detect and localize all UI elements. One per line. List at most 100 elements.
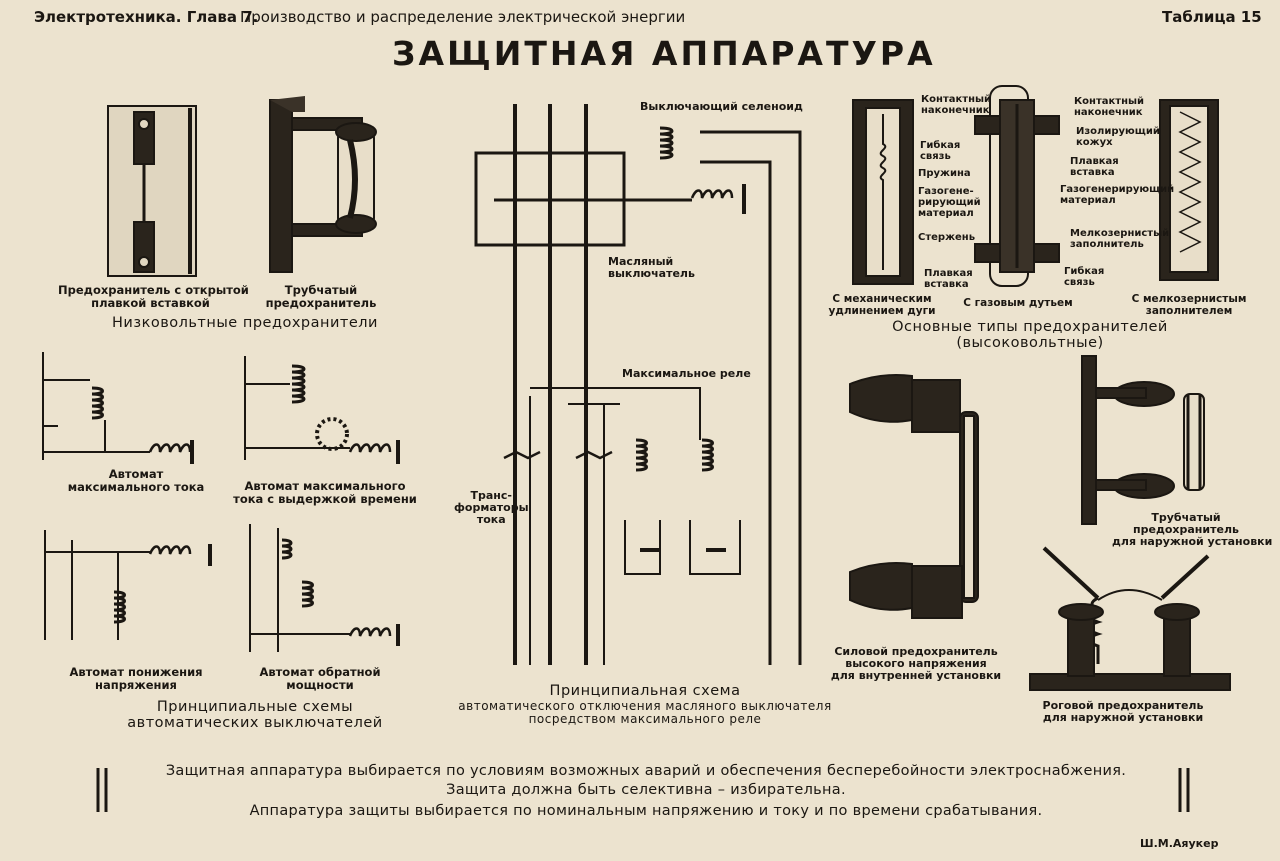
hv-contact-tip-line1: Контактный <box>921 94 992 105</box>
hv-flex2-label: Гибкая связь <box>1064 266 1104 288</box>
hv-type1-line1: С механическим <box>832 293 932 305</box>
power-fuse-indoor-drawing <box>849 374 979 619</box>
oil-switch-section-line2: автоматического отключения масляного вык… <box>458 698 832 713</box>
hv-rod-label: Стержень <box>918 232 976 243</box>
hv-gas-gen2-line2: материал <box>1060 195 1116 206</box>
ct-label-line1: Транс- <box>470 489 513 502</box>
hv-fuse-link-label: Плавкая вставка <box>924 268 973 290</box>
footer-text: Защитная аппаратура выбирается по услови… <box>118 763 1174 820</box>
hv-insul-line2: кожух <box>1076 137 1113 148</box>
automat-max-current-drawing <box>42 352 194 464</box>
power-indoor-line2: высокого напряжения <box>845 657 987 671</box>
hv-gas-gen-line1: Газогене- <box>918 186 974 197</box>
hv-contact-tip-label: Контактный наконечник <box>921 94 991 116</box>
tube-fuse-caption: Трубчатый предохранитель <box>262 284 380 309</box>
oil-switch-section-line3: посредством максимального реле <box>528 712 762 727</box>
oil-switch-scheme-drawing <box>474 104 802 665</box>
automat2-caption-line2: тока с выдержкой времени <box>233 491 417 506</box>
hv-contact-tip2-line2: наконечник <box>1074 107 1143 118</box>
automat4-caption-line2: мощности <box>286 677 354 692</box>
hv-spring-label: Пружина <box>918 168 971 179</box>
hv-contact-tip2-label: Контактный наконечник <box>1074 96 1144 118</box>
hv-flex-link-line2: связь <box>920 151 951 162</box>
hv-insul-label: Изолирующий кожух <box>1076 126 1160 148</box>
oil-switch-section-line1: Принципиальная схема <box>549 683 741 699</box>
hv-type1-caption: С механическим удлинением дуги <box>826 293 938 317</box>
oil-switch-label: Масляный выключатель <box>608 255 695 280</box>
hv-fuse-link2-line2: вставка <box>1070 167 1115 178</box>
hv-type3-caption: С мелкозернистым заполнителем <box>1124 293 1254 317</box>
ct-label-line3: тока <box>476 513 506 527</box>
solenoid-label: Выключающий селеноид <box>640 100 803 113</box>
tube-outdoor-line1: Трубчатый <box>1151 511 1221 524</box>
hv-section-title: Основные типы предохранителей (высоковол… <box>890 319 1170 352</box>
hv-type3-line2: заполнителем <box>1145 304 1233 317</box>
hv-flex2-line2: связь <box>1064 277 1095 288</box>
automat2-caption: Автомат максимального тока с выдержкой в… <box>230 480 420 505</box>
hv-type3-line1: С мелкозернистым <box>1131 293 1247 305</box>
automats-section-title: Принципиальные схемы автоматических выкл… <box>100 699 410 732</box>
hv-fuse-link-line2: вставка <box>924 279 969 290</box>
automat-undervoltage-drawing <box>44 530 212 640</box>
hv-gas-gen-line3: материал <box>918 208 974 219</box>
hv-gas-gen2-line1: Газогенерирующий <box>1060 184 1175 195</box>
header-left: Электротехника. Глава 7. <box>34 8 259 26</box>
tube-fuse-outdoor-drawing <box>1081 355 1205 525</box>
hv-gas-gen2-label: Газогенерирующий материал <box>1060 184 1174 206</box>
horn-fuse-outdoor-drawing <box>1029 546 1231 691</box>
oil-switch-section-title: Принципиальная схема автоматического отк… <box>430 683 860 727</box>
automats-section-line2: автоматических выключателей <box>127 714 383 731</box>
automat4-caption: Автомат обратной мощности <box>250 666 390 691</box>
author-signature: Ш.М.Аяукер <box>1140 837 1219 850</box>
footer-line2: Защита должна быть селективна – избирате… <box>446 781 846 798</box>
tube-fuse-caption-line1: Трубчатый <box>284 283 358 297</box>
hv-type2-caption: С газовым дутьем <box>963 297 1073 309</box>
automat-time-delay-drawing <box>244 356 400 464</box>
automat-reverse-power-drawing <box>249 524 400 652</box>
horn-outdoor-line2: для наружной установки <box>1042 711 1204 725</box>
oil-switch-label-line1: Масляный <box>608 255 674 268</box>
tube-outdoor-line2: предохранитель <box>1133 523 1239 537</box>
hv-gas-gen-line2: рирующий <box>918 197 981 208</box>
footer-line3: Аппаратура защиты выбирается по номиналь… <box>249 802 1043 819</box>
hv-type1-line2: удлинением дуги <box>828 304 936 317</box>
hv-flex2-line1: Гибкая <box>1064 266 1105 277</box>
power-indoor-line3: для внутренней установки <box>830 669 1002 683</box>
footer-bracket-left <box>96 768 108 812</box>
hv-flex-link-label: Гибкая связь <box>920 140 960 162</box>
automat3-caption-line1: Автомат понижения <box>69 665 203 679</box>
automat1-caption: Автомат максимального тока <box>52 468 220 493</box>
hv-fuse-link-line1: Плавкая <box>924 268 973 279</box>
hv-insul-line1: Изолирующий <box>1076 126 1160 137</box>
automat1-caption-line2: максимального тока <box>67 479 205 494</box>
ct-label: Транс- форматоры тока <box>454 489 529 527</box>
relay-label: Максимальное реле <box>622 367 751 380</box>
automat3-caption-line2: напряжения <box>95 677 177 692</box>
open-fuse-caption: Предохранитель с открытой плавкой вставк… <box>58 284 249 310</box>
horn-outdoor-line1: Роговой предохранитель <box>1042 699 1204 712</box>
open-fuse-caption-line2: плавкой вставкой <box>91 295 210 310</box>
automat1-caption-line1: Автомат <box>108 467 164 481</box>
hv-contact-tip-line2: наконечник <box>921 105 990 116</box>
ct-label-line2: форматоры <box>454 501 529 515</box>
automat2-caption-line1: Автомат максимального <box>244 479 406 493</box>
automat4-caption-line1: Автомат обратной <box>259 665 381 679</box>
tube-fuse-caption-line2: предохранитель <box>265 295 377 310</box>
footer-bracket-right <box>1178 768 1190 812</box>
hv-fuse-types-drawing <box>852 85 1219 287</box>
hv-section-line2: (высоковольтные) <box>956 334 1104 351</box>
tube-outdoor-line3: для наружной установки <box>1112 535 1273 549</box>
power-indoor-line1: Силовой предохранитель <box>834 645 998 658</box>
hv-filler-label: Мелкозернистый заполнитель <box>1070 228 1169 250</box>
hv-fuse-link2-line1: Плавкая <box>1070 156 1119 167</box>
automat3-caption: Автомат понижения напряжения <box>52 666 220 691</box>
page-title: ЗАЩИТНАЯ АППАРАТУРА <box>392 34 936 73</box>
open-fuse-drawing <box>107 105 197 277</box>
automats-section-line1: Принципиальные схемы <box>156 699 354 715</box>
hv-filler-line1: Мелкозернистый <box>1070 228 1170 239</box>
hv-section-line1: Основные типы предохранителей <box>892 319 1168 335</box>
power-indoor-caption: Силовой предохранитель высокого напряжен… <box>826 645 1006 683</box>
hv-flex-link-line1: Гибкая <box>920 140 961 151</box>
tube-outdoor-caption: Трубчатый предохранитель для наружной ус… <box>1112 511 1273 549</box>
